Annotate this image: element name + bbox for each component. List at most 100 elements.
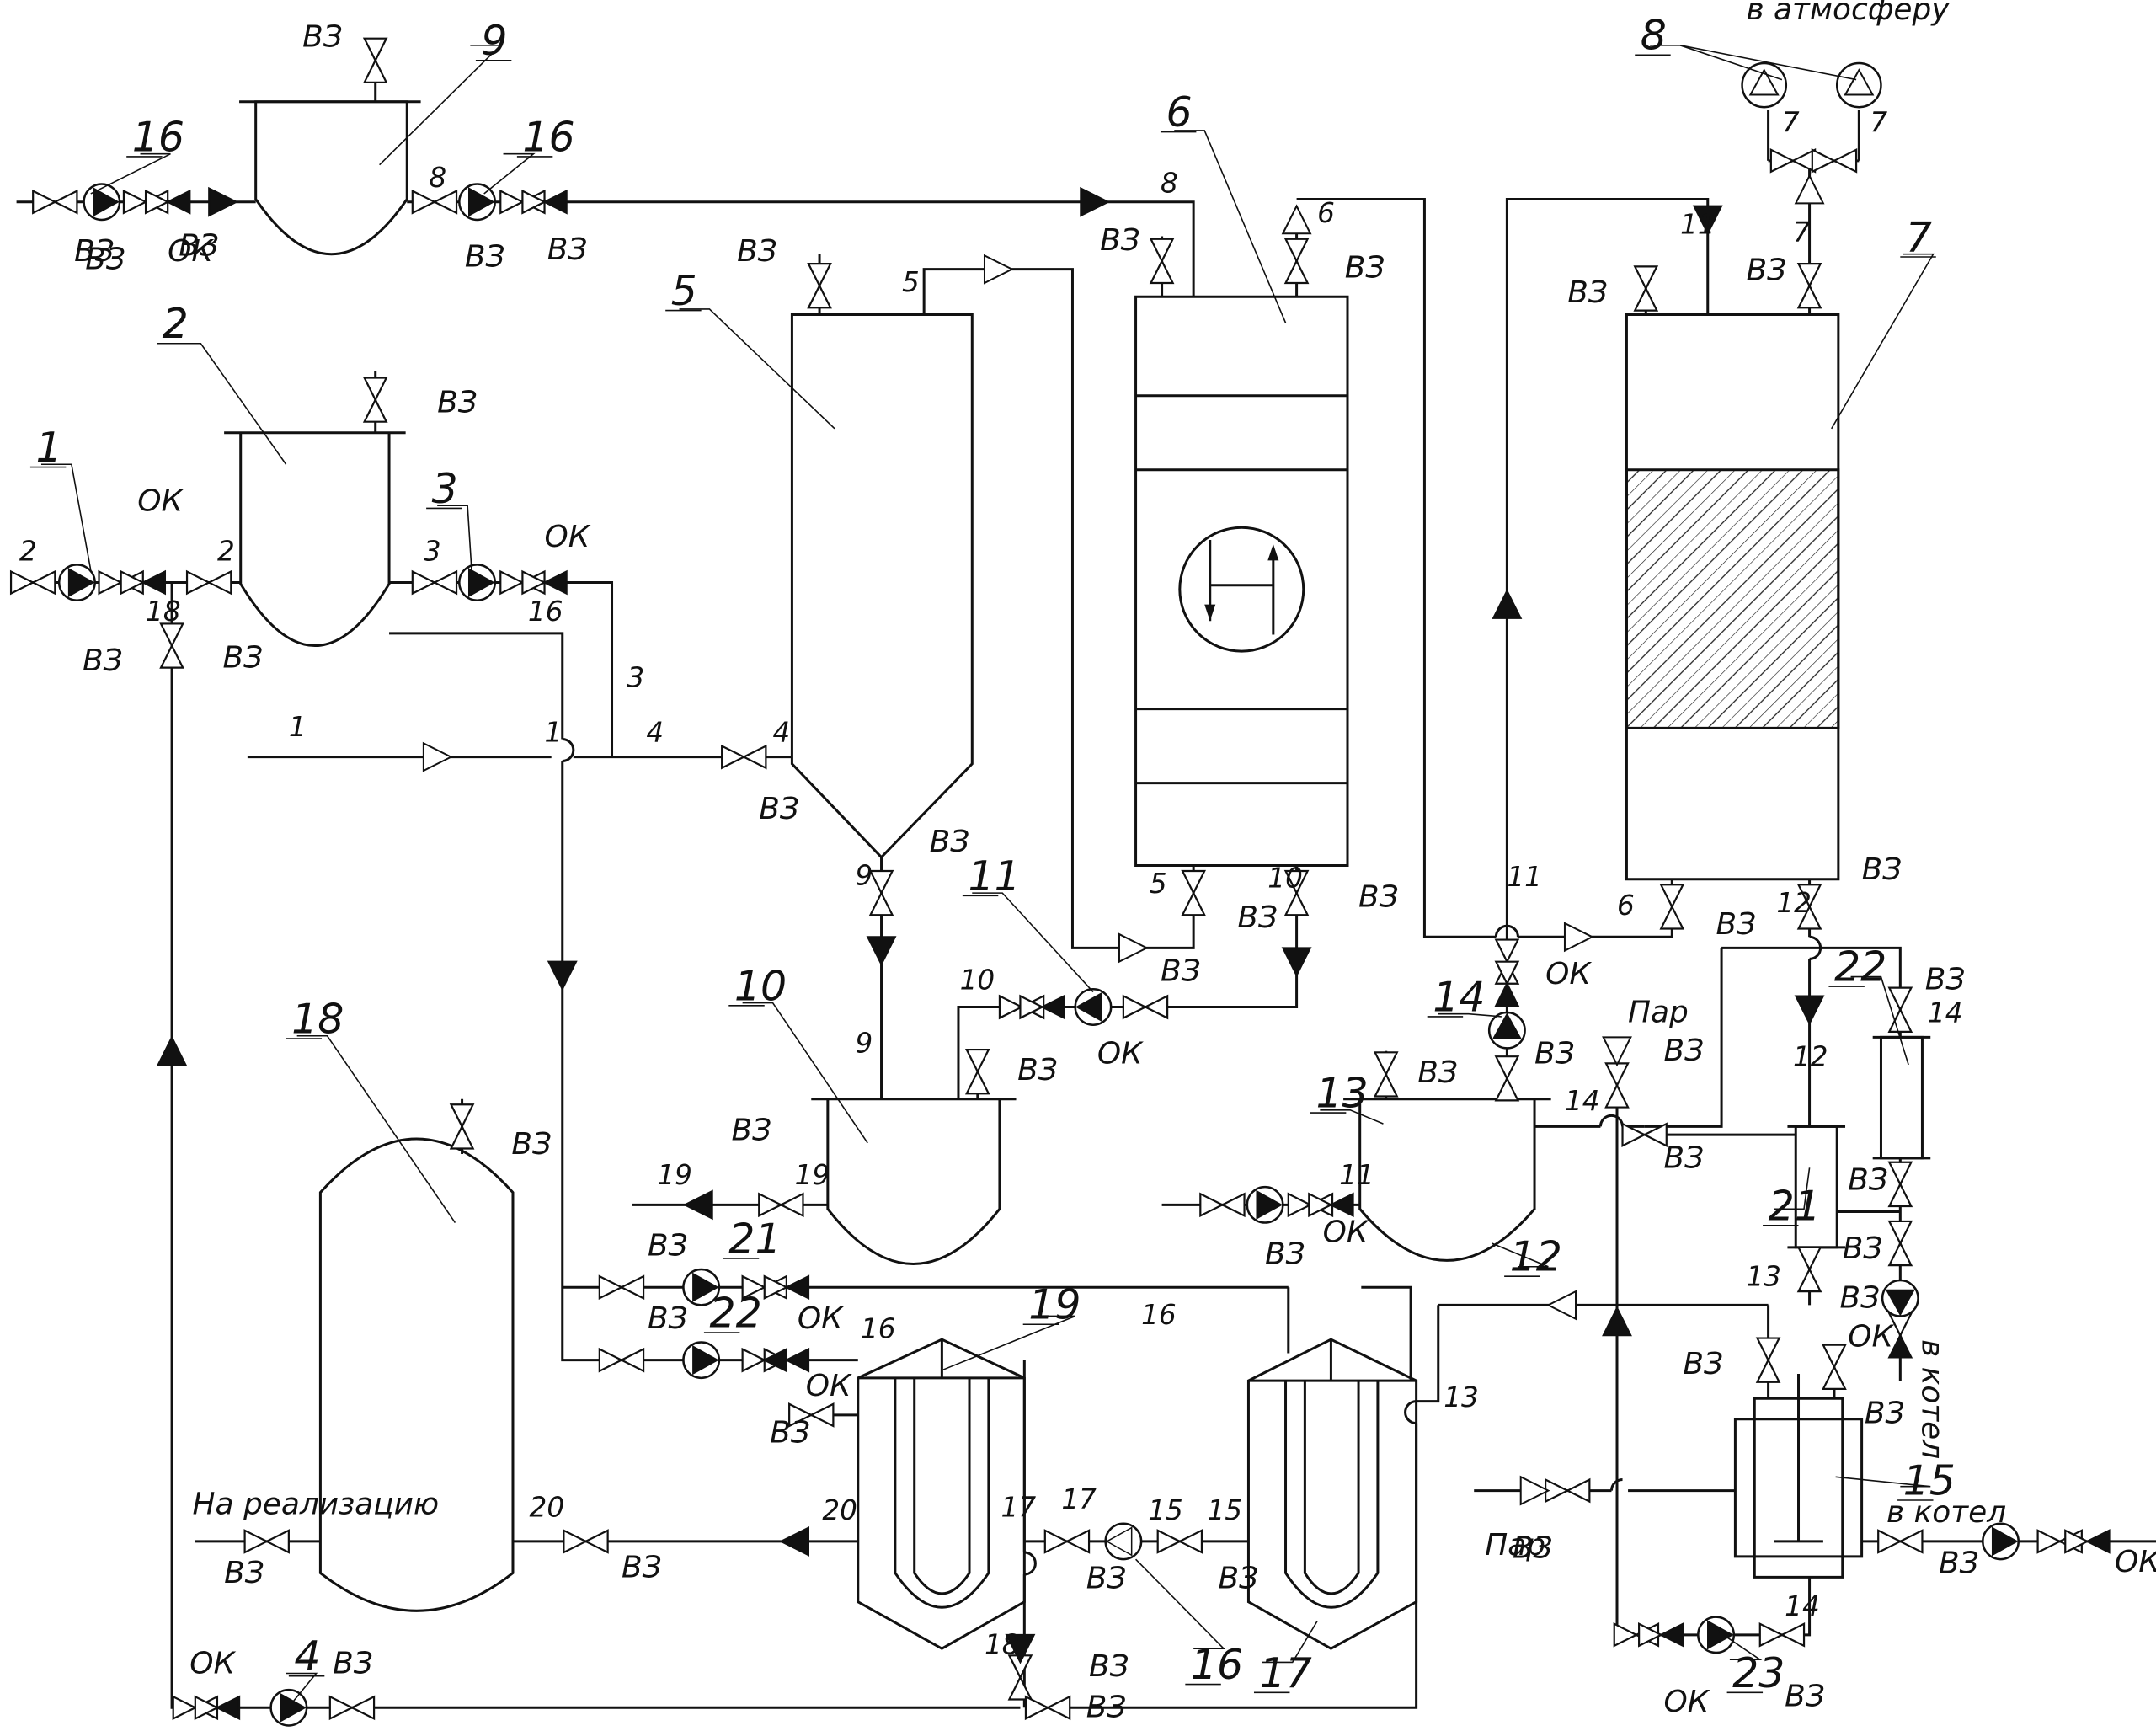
- shutoff-valve-7[interactable]: [413, 571, 456, 593]
- pump-15out[interactable]: [1983, 1524, 2018, 1559]
- check-valve-3[interactable]: [522, 571, 566, 593]
- shutoff-valve-21[interactable]: [1635, 266, 1657, 310]
- equipment-label-19: 18: [291, 995, 344, 1043]
- check-valve-0[interactable]: [146, 191, 189, 213]
- shutoff-valve-45[interactable]: [1545, 1480, 1589, 1502]
- check-valve-13[interactable]: [195, 1696, 239, 1718]
- check-valve-4[interactable]: [1020, 996, 1064, 1018]
- check-valve-7[interactable]: [743, 1349, 787, 1371]
- shutoff-valve-29[interactable]: [759, 1194, 803, 1215]
- shutoff-valve-33[interactable]: [789, 1404, 833, 1426]
- pump-23[interactable]: [1698, 1617, 1733, 1653]
- shutoff-valve-40[interactable]: [1889, 1162, 1911, 1206]
- shutoff-valve-2[interactable]: [413, 191, 456, 213]
- shutoff-valve-41[interactable]: [1889, 1221, 1911, 1265]
- shutoff-valve-18[interactable]: [1661, 884, 1683, 928]
- code-shutoff-13: ВЗ: [759, 792, 799, 826]
- code-shutoff-1: ВЗ: [437, 385, 478, 419]
- shutoff-valve-50[interactable]: [1045, 1531, 1089, 1552]
- shutoff-valve-12[interactable]: [1151, 239, 1173, 283]
- shutoff-valve-53[interactable]: [245, 1531, 289, 1552]
- shutoff-valve-10[interactable]: [870, 871, 892, 915]
- shutoff-valve-16[interactable]: [1182, 871, 1204, 915]
- shutoff-valve-25[interactable]: [1496, 1056, 1518, 1100]
- shutoff-valve-22[interactable]: [1771, 150, 1815, 172]
- vacuum-pump-8-0[interactable]: [1742, 63, 1786, 107]
- shutoff-valve-39[interactable]: [1889, 988, 1911, 1032]
- pump-16b[interactable]: [459, 184, 494, 220]
- stream-27: 13: [1444, 1381, 1479, 1413]
- pump-11[interactable]: [1075, 989, 1111, 1024]
- shutoff-valve-38[interactable]: [1623, 1124, 1667, 1146]
- vacuum-pump-8-1[interactable]: [1837, 63, 1881, 107]
- equipment-label-12: 12: [1510, 1233, 1562, 1281]
- code-shutoff-14: ВЗ: [930, 825, 970, 859]
- pump-13[interactable]: [1247, 1187, 1283, 1222]
- shutoff-valve-46[interactable]: [1878, 1531, 1922, 1552]
- code-shutoff-34: ВЗ: [1939, 1546, 1979, 1580]
- shutoff-valve-55[interactable]: [330, 1696, 374, 1718]
- shutoff-valve-14[interactable]: [365, 39, 387, 83]
- shutoff-valve-28[interactable]: [967, 1050, 989, 1093]
- check-valve-1[interactable]: [522, 191, 566, 213]
- shutoff-valve-57[interactable]: [1026, 1696, 1070, 1718]
- pump-16a[interactable]: [84, 184, 120, 220]
- flow-arrow: [1521, 1477, 1549, 1504]
- shutoff-valve-11[interactable]: [808, 264, 830, 307]
- check-valve-11[interactable]: [1639, 1624, 1683, 1646]
- shutoff-valve-32[interactable]: [600, 1349, 643, 1371]
- shutoff-valve-34[interactable]: [1375, 1052, 1397, 1096]
- to-atmosphere-text: в атмосферу: [1746, 0, 1950, 27]
- check-valve-9[interactable]: [1496, 962, 1518, 1006]
- shutoff-valve-59[interactable]: [161, 623, 183, 667]
- shutoff-valve-42[interactable]: [1799, 1247, 1821, 1291]
- shutoff-valve-35[interactable]: [1200, 1194, 1244, 1215]
- shutoff-valve-26[interactable]: [1123, 996, 1167, 1018]
- shutoff-valve-52[interactable]: [563, 1531, 607, 1552]
- shutoff-valve-0[interactable]: [33, 191, 77, 213]
- shutoff-valve-15[interactable]: [365, 378, 387, 422]
- shutoff-valve-4[interactable]: [11, 571, 55, 593]
- pump-1[interactable]: [59, 564, 94, 600]
- shutoff-valve-30[interactable]: [600, 1276, 643, 1298]
- heater-22: [1873, 1037, 1931, 1158]
- code-shutoff-27: ВЗ: [1664, 1141, 1705, 1175]
- check-valve-12[interactable]: [2065, 1531, 2109, 1552]
- exchanger-20: [858, 1339, 1025, 1648]
- code-shutoff-29: ВЗ: [1843, 1231, 1883, 1266]
- shutoff-valve-13[interactable]: [1286, 239, 1308, 283]
- pump-14[interactable]: [1489, 1012, 1524, 1048]
- shutoff-valve-51[interactable]: [1158, 1531, 1202, 1552]
- check-valve-8[interactable]: [1309, 1194, 1353, 1215]
- check-valve-2[interactable]: [121, 571, 165, 593]
- shutoff-valve-43[interactable]: [1758, 1338, 1780, 1382]
- shutoff-valve-37[interactable]: [1606, 1063, 1628, 1107]
- equipment-label-20: 19: [1028, 1281, 1081, 1329]
- shutoff-valve-19[interactable]: [1799, 884, 1821, 928]
- shutoff-valve-20[interactable]: [1799, 264, 1821, 307]
- check-valve-5[interactable]: [765, 1276, 808, 1298]
- equipment-label-17: 16: [1191, 1641, 1243, 1689]
- pump-17-hollow[interactable]: [1106, 1524, 1141, 1559]
- stream-13: 7: [1782, 107, 1800, 139]
- pump-20[interactable]: [1882, 1280, 1918, 1316]
- shutoff-valve-49[interactable]: [1760, 1624, 1804, 1646]
- shutoff-valve-44[interactable]: [1823, 1345, 1845, 1389]
- pump-21[interactable]: [683, 1269, 718, 1305]
- stream-6: 4: [646, 717, 664, 749]
- code-check-8: ОК: [1848, 1319, 1894, 1354]
- shutoff-valve-23[interactable]: [1812, 150, 1856, 172]
- code-check-10: ОК: [2115, 1545, 2156, 1579]
- shutoff-valve-6[interactable]: [187, 571, 231, 593]
- pump-4[interactable]: [271, 1690, 307, 1725]
- code-shutoff-3: ВЗ: [465, 239, 505, 274]
- shutoff-valve-9[interactable]: [722, 746, 766, 768]
- pump-3[interactable]: [459, 564, 494, 600]
- flow-arrow: [1694, 206, 1721, 234]
- stream-7: 4: [773, 717, 791, 749]
- equipment-label-1: 1: [35, 424, 61, 472]
- code-shutoff-23: ВЗ: [770, 1416, 810, 1451]
- shutoff-valve-17[interactable]: [1286, 871, 1308, 915]
- shutoff-valve-58[interactable]: [451, 1104, 473, 1148]
- pump-22[interactable]: [683, 1342, 718, 1377]
